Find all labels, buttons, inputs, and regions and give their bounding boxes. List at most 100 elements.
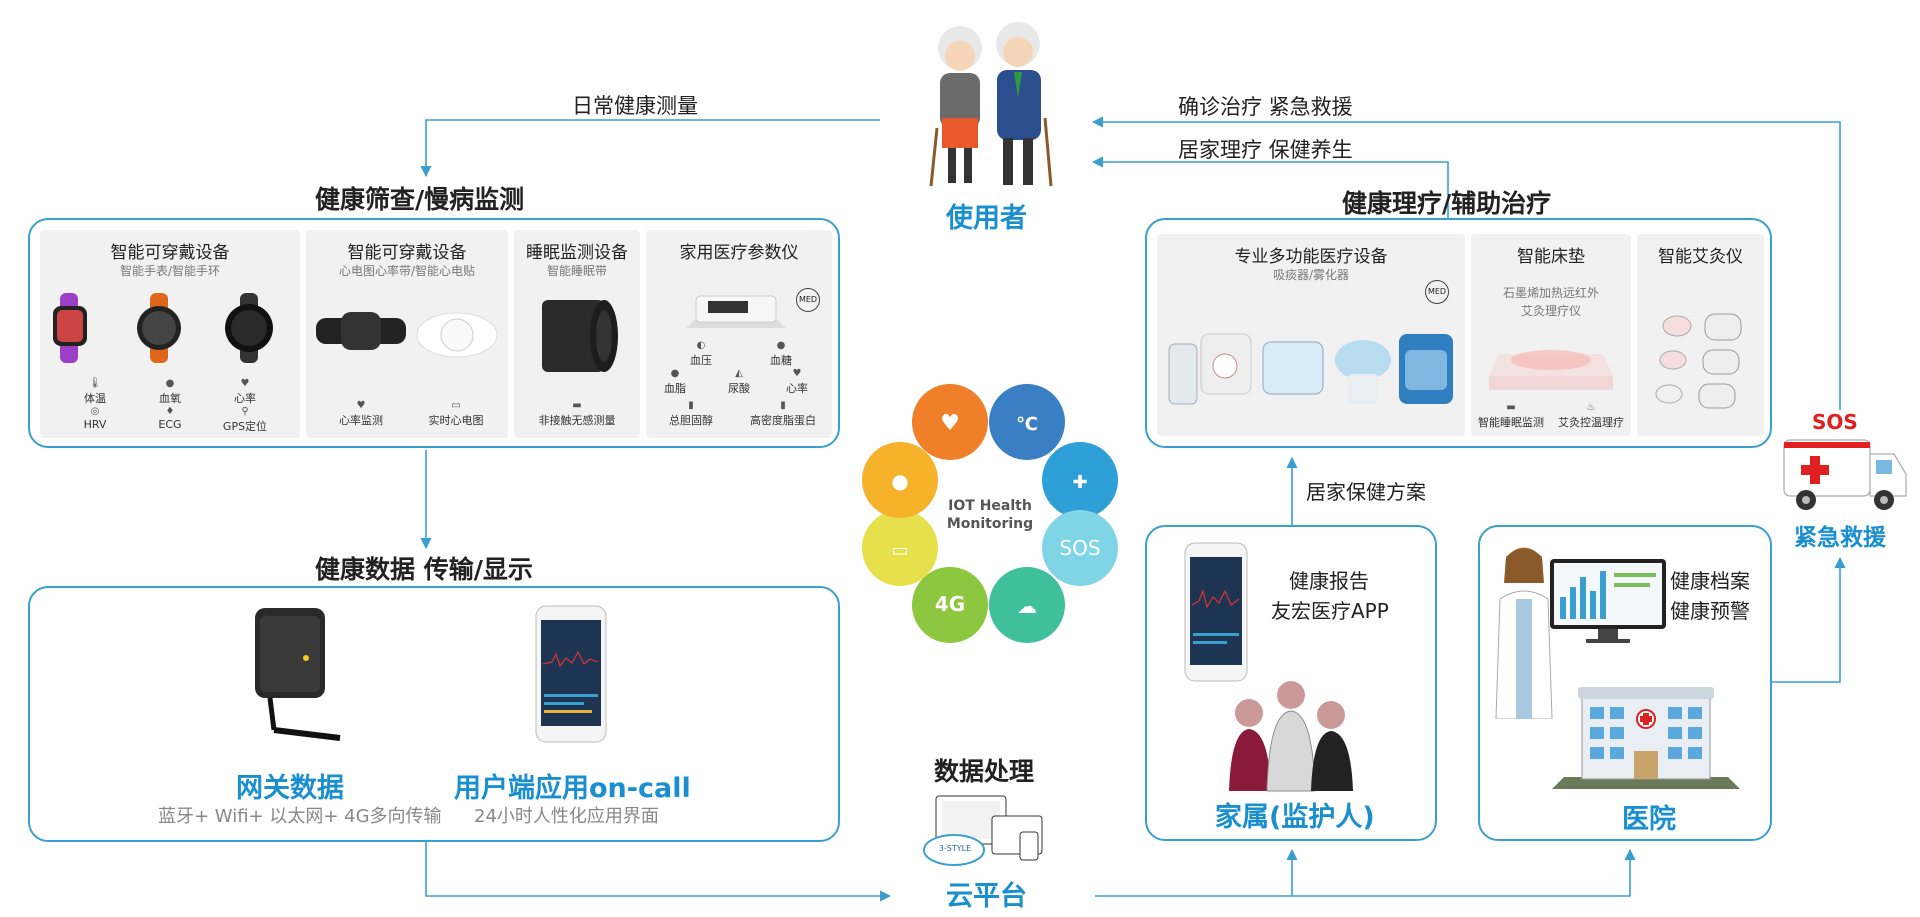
medical-device-image [686,290,786,330]
diagnose-emergency-label: 确诊治疗 紧急救援 [1178,95,1353,119]
mattress-image [1489,326,1613,396]
card-title: 专业多功能医疗设备 [1234,247,1388,267]
feature-hrv: ◎HRV [60,406,130,431]
user-label: 使用者 [946,203,1027,234]
sos-node-label: SOS [1059,536,1101,560]
svg-text:✚: ✚ [1072,472,1087,493]
suction-nebulizer-images [1163,314,1459,414]
feature-moxibustion-temp: ♨艾灸控温理疗 [1551,402,1631,430]
screening-panel: 智能可穿戴设备 智能手表/智能手环 🌡体温 ●血氧 ♥心率 ◎HRV ♦ECG … [28,218,840,448]
feature-cholesterol: ▮总胆固醇 [656,400,726,428]
arrow-daily-measure [420,119,880,178]
svg-text:●: ● [891,469,908,493]
ecg-monitor-icon: ▭ [451,400,461,411]
hospital-building-image [1552,677,1740,793]
card-subtitle: 心电图心率带/智能心电贴 [338,264,476,278]
svg-text:▭: ▭ [891,540,908,561]
home-care-label: 居家理疗 保健养生 [1178,138,1353,162]
gateway-device-image [240,602,360,742]
feature-hdl: ▮高密度脂蛋白 [738,400,828,428]
hospital-title: 医院 [1622,804,1676,835]
therapy-panel: 专业多功能医疗设备 吸痰器/雾化器 MED 智能床垫 石墨烯加热远红外 艾灸理疗… [1145,218,1772,448]
heart-icon: ♥ [356,400,366,411]
ring-segments [862,384,1118,643]
feature-sleep-monitor: ▬智能睡眠监测 [1473,402,1549,430]
feature-blood-lipid: ●血脂 [640,368,710,396]
flame-icon: ♨ [1586,402,1596,413]
card-title: 家用医疗参数仪 [679,243,799,263]
card-title: 智能可穿戴设备 [347,243,467,263]
card-subtitle-2: 艾灸理疗仪 [1520,304,1581,318]
drop-icon: ● [670,368,680,379]
elderly-couple-illustration [915,18,1065,188]
moxibustion-device-images [1647,304,1755,414]
card-title: 睡眠监测设备 [526,243,628,263]
gateway-subtitle: 蓝牙+ Wifi+ 以太网+ 4G多向传输 [158,806,442,827]
med-badge: MED [1425,280,1449,304]
iot-center-line2: Monitoring [946,516,1034,532]
cloud-logo-text: 3-STYLE [938,844,972,853]
data-panel: 网关数据 蓝牙+ Wifi+ 以太网+ 4G多向传输 用户端应用on-call … [28,586,840,842]
doctor-image [1484,539,1564,720]
med-badge: MED [796,288,820,312]
tube-icon: ▮ [780,400,786,411]
sleep-belt-image [532,290,622,380]
ecg-wearable-card: 智能可穿戴设备 心电图心率带/智能心电贴 ♥心率监测 ▭实时心电图 [306,230,508,438]
card-subtitle: 智能手表/智能手环 [119,264,221,278]
home-medical-card: 家用医疗参数仪 MED ◐血压 ●血糖 ●血脂 ◭尿酸 ♥心率 ▮总胆固醇 ▮高… [646,230,832,438]
feature-uric-acid: ◭尿酸 [704,368,774,396]
health-report-label: 健康报告 [1289,569,1369,593]
app-name-label: 友宏医疗APP [1271,599,1389,623]
feature-realtime-ecg: ▭实时心电图 [421,400,491,428]
feature-gps: ⚲GPS定位 [210,406,280,434]
therapy-title: 健康理疗/辅助治疗 [1342,189,1552,218]
health-warning-label: 健康预警 [1670,599,1750,623]
family-people-image [1221,673,1361,793]
feature-blood-pressure: ◐血压 [666,340,736,368]
sos-label: SOS [1812,410,1858,434]
iot-center-line1: IOT Health [948,498,1032,514]
card-subtitle: 智能睡眠带 [546,264,607,278]
feature-spo2: ●血氧 [135,378,205,406]
thermometer-icon: 🌡 [88,378,102,389]
data-processing-label: 数据处理 [934,757,1035,786]
feature-temperature: 🌡体温 [60,378,130,406]
monitor-dashboard-image [1548,557,1668,647]
tube-icon: ▮ [688,400,694,411]
hospital-panel: 健康档案 健康预警 医院 [1478,525,1772,841]
app-title: 用户端应用on-call [454,773,691,804]
daily-measure-label: 日常健康测量 [572,94,698,118]
data-panel-title: 健康数据 传输/显示 [315,555,533,584]
flask-icon: ◭ [735,368,743,379]
emergency-title: 紧急救援 [1794,525,1886,551]
iot-monitoring-ring: ♥ ℃ ✚ ● ▭ ☁ SOS 4G IOT Health Monitoring [855,380,1125,650]
cloud-platform-image: 3-STYLE [920,792,1050,868]
arrow-hospital-emergency [1772,556,1846,683]
drop-icon: ● [165,378,175,389]
4g-node-label: 4G [934,592,966,616]
svg-text:℃: ℃ [1016,414,1038,435]
location-pin-icon: ⚲ [241,406,249,417]
family-phone-image [1183,541,1249,683]
gauge-icon: ◐ [696,340,706,351]
feature-contactless: ▬非接触无感测量 [526,400,628,428]
card-title: 智能可穿戴设备 [110,243,230,263]
wearable-watch-card: 智能可穿戴设备 智能手表/智能手环 🌡体温 ●血氧 ♥心率 ◎HRV ♦ECG … [40,230,300,438]
feature-heart-rate: ♥心率 [762,368,832,396]
svg-text:♥: ♥ [940,411,960,436]
chest-strap-image [316,300,406,360]
card-subtitle-1: 石墨烯加热远红外 [1502,286,1599,300]
hrv-icon: ◎ [90,406,100,417]
smartwatch-images [50,288,290,368]
bed-icon: ▬ [1506,402,1516,413]
gateway-title: 网关数据 [236,773,344,804]
drop-icon: ● [776,340,786,351]
svg-text:☁: ☁ [1017,594,1037,618]
phone-app-image [534,604,608,744]
feature-heart-monitor: ♥心率监测 [326,400,396,428]
smart-mattress-card: 智能床垫 石墨烯加热远红外 艾灸理疗仪 ▬智能睡眠监测 ♨艾灸控温理疗 [1471,234,1631,436]
arrow-data-cloud [425,842,892,902]
arrow-cloud-hospital [1095,848,1636,897]
moxibustion-card: 智能艾灸仪 [1637,234,1764,436]
health-archive-label: 健康档案 [1670,569,1750,593]
